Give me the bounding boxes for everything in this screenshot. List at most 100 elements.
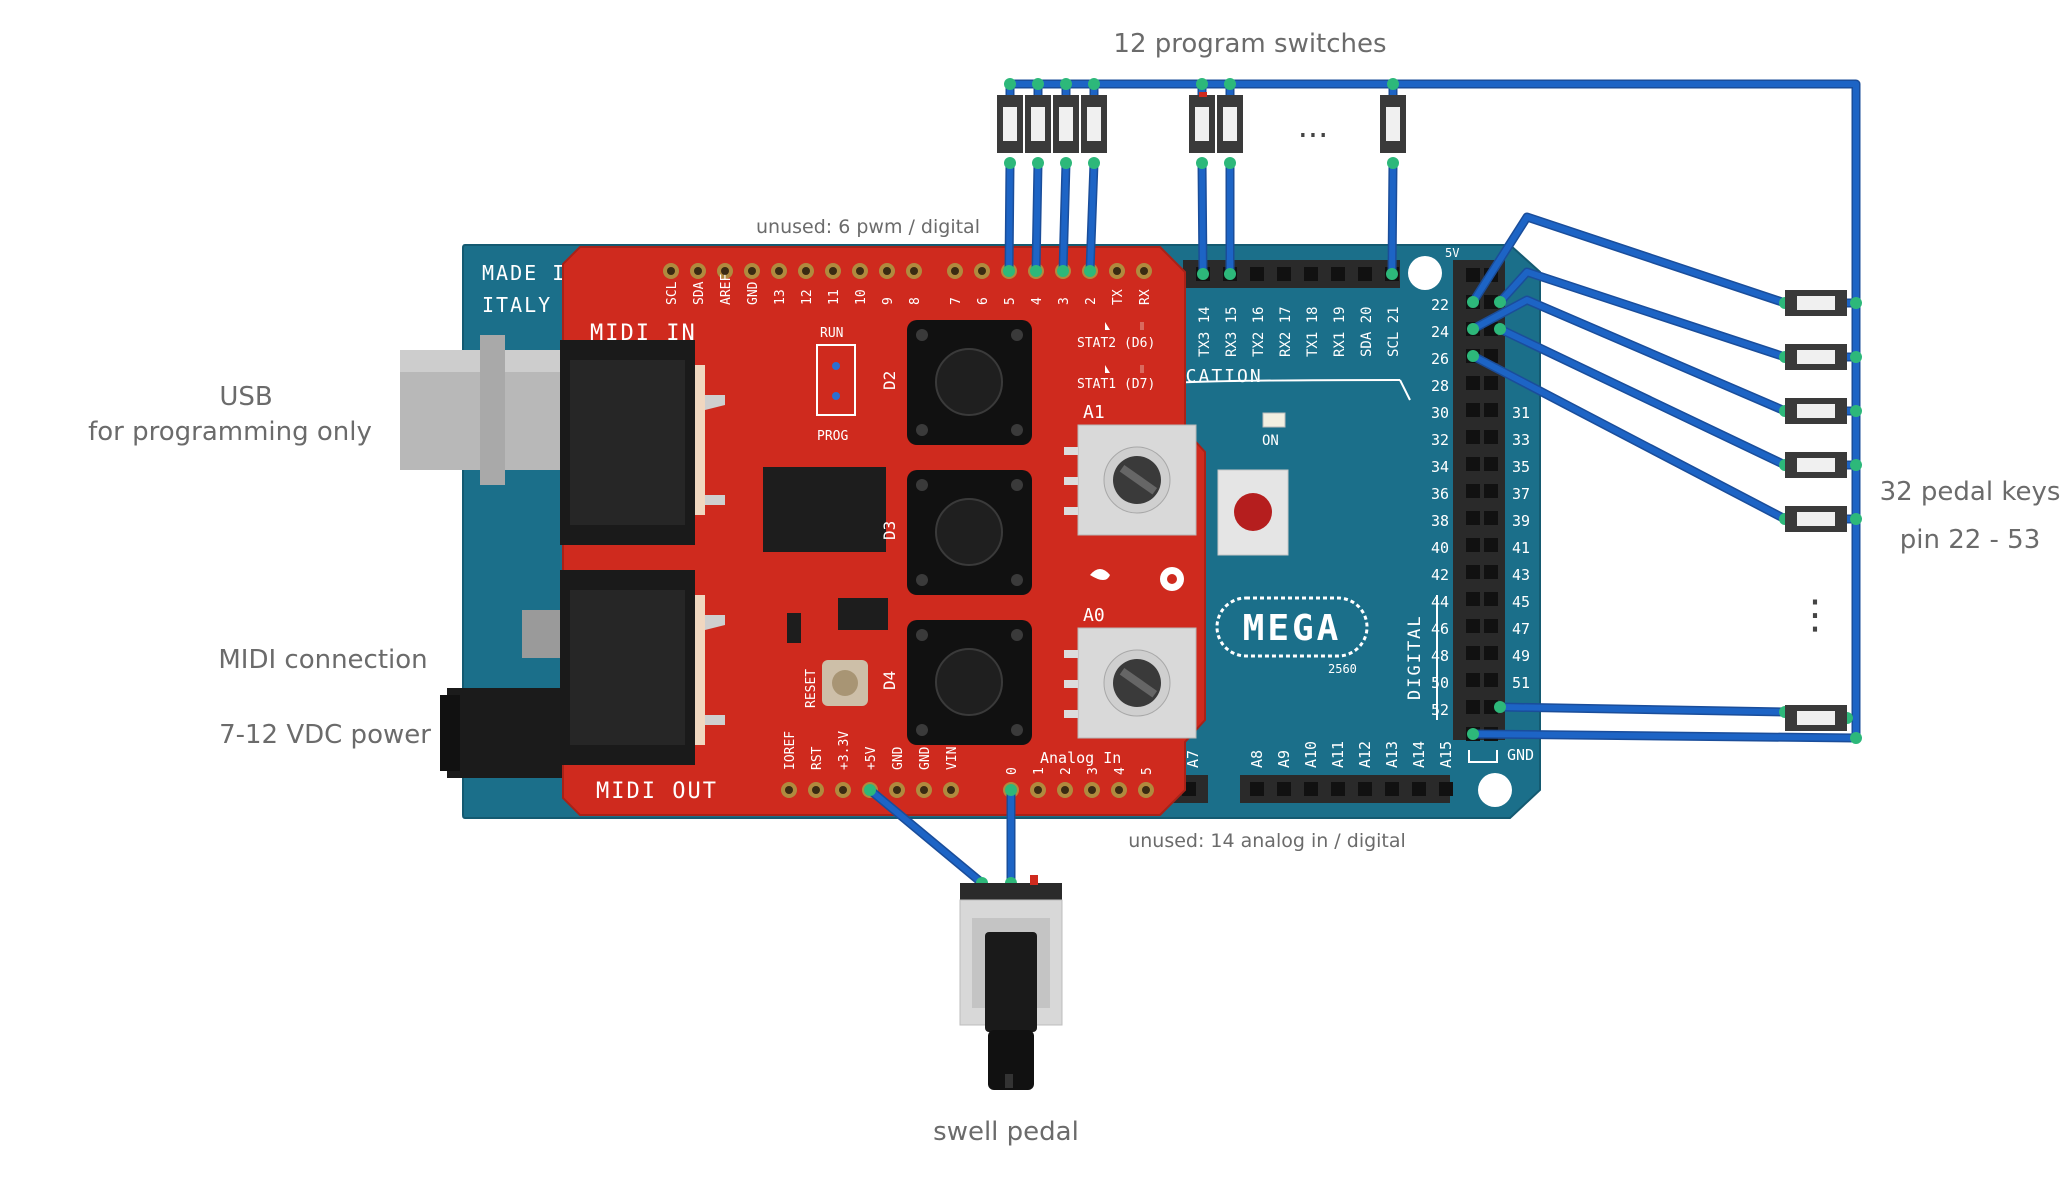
header-pin bbox=[1484, 457, 1498, 471]
mega-logo-text: MEGA bbox=[1243, 608, 1342, 649]
pin-label: 42 bbox=[1431, 566, 1449, 584]
wire-node bbox=[1224, 157, 1236, 169]
pin-label: RX2 17 bbox=[1278, 306, 1294, 357]
wire-node bbox=[1467, 728, 1479, 740]
header-pin-hole bbox=[785, 786, 793, 794]
midi-in-connector bbox=[560, 340, 725, 545]
pin-label: 9 bbox=[881, 297, 896, 305]
header-pin-hole bbox=[893, 786, 901, 794]
run-prog-switch[interactable] bbox=[816, 344, 856, 416]
midi-out-label: MIDI OUT bbox=[596, 779, 718, 804]
wire bbox=[1087, 160, 1097, 274]
wire-node bbox=[1224, 268, 1236, 280]
pedal-ellipsis: ⋮ bbox=[1795, 592, 1835, 638]
shield-reset-button-cap[interactable] bbox=[832, 670, 858, 696]
header-pin-hole bbox=[1142, 786, 1150, 794]
power-label: 7-12 VDC power bbox=[219, 720, 431, 750]
pin-label: A10 bbox=[1302, 741, 1320, 768]
wire-node bbox=[1850, 405, 1862, 417]
pin-label: 40 bbox=[1431, 539, 1449, 557]
pin-label: TX1 18 bbox=[1305, 306, 1321, 357]
five-v-label: 5V bbox=[1445, 246, 1459, 260]
switch-ellipsis: ... bbox=[1298, 107, 1329, 145]
stat2-led bbox=[1140, 322, 1144, 330]
pin-label: A14 bbox=[1410, 741, 1428, 768]
header-pin bbox=[1484, 538, 1498, 552]
wire-node bbox=[1088, 78, 1100, 90]
stat2-led-icon bbox=[1105, 322, 1110, 330]
wire-node bbox=[1467, 323, 1479, 335]
wire-node bbox=[1005, 784, 1017, 796]
pedal-key-switch-plunger bbox=[1797, 404, 1835, 418]
ic-chip bbox=[763, 467, 886, 552]
wire-node bbox=[1196, 157, 1208, 169]
pin-label: 11 bbox=[827, 289, 842, 305]
potentiometer-notch bbox=[1119, 668, 1158, 698]
program-switches bbox=[997, 92, 1406, 153]
pin-label: 47 bbox=[1512, 620, 1530, 638]
analog-header-pins bbox=[1182, 782, 1453, 796]
wire-node bbox=[1494, 701, 1506, 713]
header-pin-hole bbox=[694, 267, 702, 275]
pin-label: RX3 15 bbox=[1224, 306, 1240, 357]
wire-node bbox=[1387, 78, 1399, 90]
pin-label: 45 bbox=[1512, 593, 1530, 611]
pin-label: GND bbox=[918, 746, 933, 770]
button-corner bbox=[916, 629, 928, 641]
wire-node bbox=[1032, 78, 1044, 90]
usb-connector bbox=[400, 335, 560, 485]
italy-label: ITALY bbox=[482, 293, 552, 317]
button-corner bbox=[916, 479, 928, 491]
button-corner bbox=[1011, 724, 1023, 736]
button-corner bbox=[1011, 574, 1023, 586]
header-pin bbox=[1484, 619, 1498, 633]
ic-chip-small bbox=[838, 598, 888, 630]
button-corner bbox=[1011, 629, 1023, 641]
wire-node bbox=[1197, 268, 1209, 280]
button-corner bbox=[916, 424, 928, 436]
pin-label: 0 bbox=[1005, 767, 1020, 775]
pin-label: SDA 20 bbox=[1359, 306, 1375, 357]
program-switch-plunger bbox=[1031, 107, 1045, 141]
potentiometer-leg bbox=[1064, 710, 1078, 718]
on-label: ON bbox=[1262, 433, 1279, 449]
potentiometer-label: A1 bbox=[1083, 402, 1105, 423]
wire-node bbox=[1004, 157, 1016, 169]
wire bbox=[1470, 353, 1788, 522]
pin-label: SDA bbox=[692, 281, 707, 305]
pin-label: 30 bbox=[1431, 404, 1449, 422]
program-switch-plunger bbox=[1223, 107, 1237, 141]
pin-label: 12 bbox=[800, 289, 815, 305]
unused-pwm-label: unused: 6 pwm / digital bbox=[756, 216, 980, 238]
header-pin-hole bbox=[802, 267, 810, 275]
pedal-key-switches bbox=[1785, 290, 1847, 731]
pin-label: 8 bbox=[908, 297, 923, 305]
potentiometer-leg bbox=[1064, 680, 1078, 688]
gnd-label: GND bbox=[1507, 746, 1534, 764]
digital-label: DIGITAL bbox=[1405, 614, 1425, 700]
pin-label: 24 bbox=[1431, 323, 1449, 341]
wire-node bbox=[1060, 78, 1072, 90]
pin-label: RX1 19 bbox=[1332, 306, 1348, 357]
header-pin-hole bbox=[721, 267, 729, 275]
pin-label: GND bbox=[746, 281, 761, 305]
pin-label: 28 bbox=[1431, 377, 1449, 395]
pin-label: A13 bbox=[1383, 741, 1401, 768]
potentiometer-leg bbox=[1064, 507, 1078, 515]
pin-label: 2 bbox=[1059, 767, 1074, 775]
header-pin bbox=[1466, 430, 1480, 444]
pin-label: +3.3V bbox=[837, 731, 852, 770]
potentiometer-leg bbox=[1064, 650, 1078, 658]
wire bbox=[1470, 297, 1788, 414]
header-pin bbox=[1484, 700, 1498, 714]
mega-reset-button-cap[interactable] bbox=[1234, 493, 1272, 531]
button-label: D3 bbox=[880, 521, 899, 540]
usb-label: USB bbox=[219, 382, 272, 412]
wire bbox=[1060, 160, 1069, 274]
header-pin bbox=[1484, 295, 1498, 309]
pin-label: 41 bbox=[1512, 539, 1530, 557]
